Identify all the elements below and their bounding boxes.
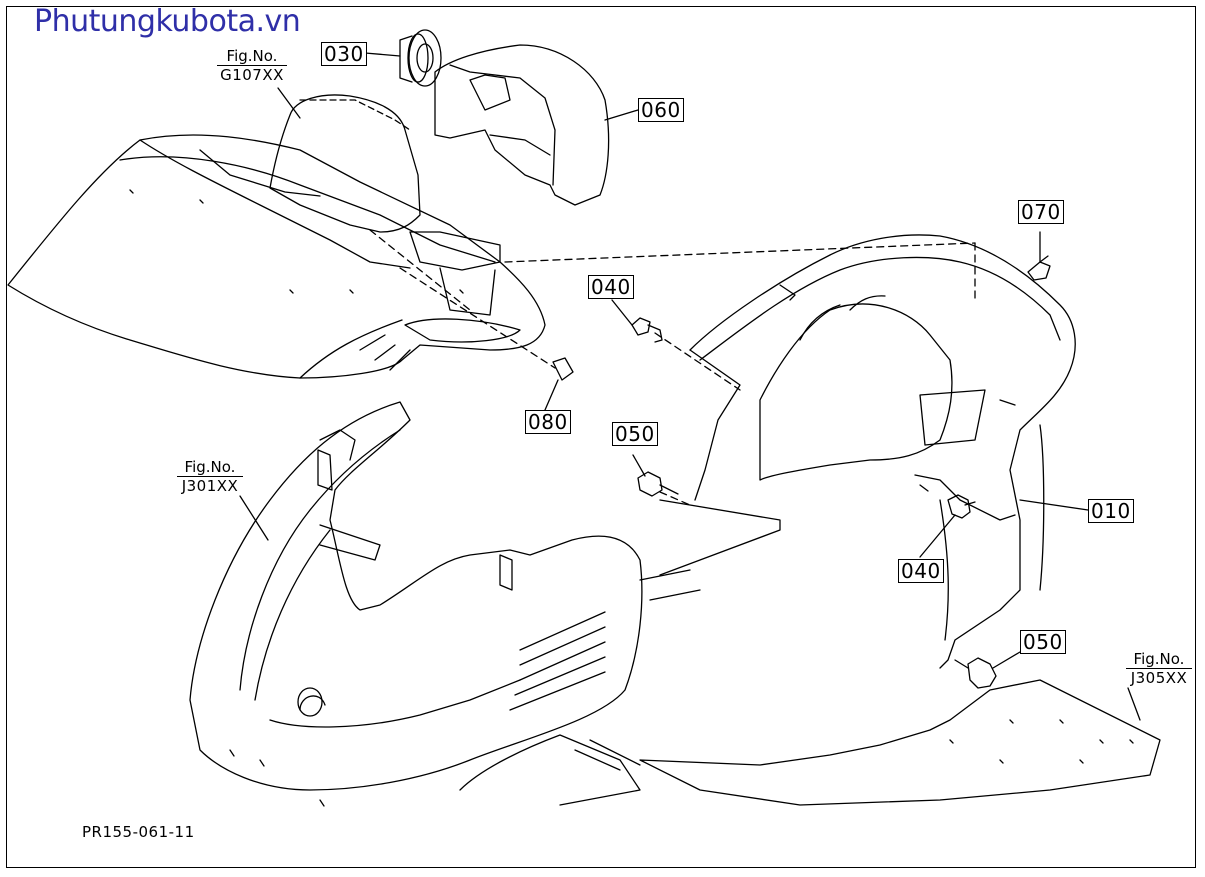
callout-050-left[interactable]: 050	[612, 422, 658, 446]
assembly-guide-lines	[369, 229, 976, 506]
callout-060[interactable]: 060	[638, 98, 684, 122]
callout-050-right[interactable]: 050	[1020, 630, 1066, 654]
leader-lines	[239, 52, 1141, 721]
fig-ref-label: Fig.No.	[226, 47, 278, 65]
part-040-bolt-lower	[947, 494, 976, 519]
site-title[interactable]: Phutungkubota.vn	[34, 4, 301, 39]
part-070-bolt	[1027, 255, 1051, 281]
fig-ref-j305xx[interactable]: Fig.No. J305XX	[1126, 651, 1192, 687]
part-050-bolt-right	[954, 657, 997, 689]
fig-ref-j301xx[interactable]: Fig.No. J301XX	[177, 459, 243, 495]
fig-ref-code: J305XX	[1126, 668, 1192, 687]
part-010-fender	[689, 234, 1076, 669]
part-050-bolt-left	[637, 471, 679, 497]
callout-070[interactable]: 070	[1018, 200, 1064, 224]
fig-ref-label: Fig.No.	[184, 458, 236, 476]
part-080-clip-nut	[552, 357, 574, 381]
callout-040-lower[interactable]: 040	[898, 559, 944, 583]
callout-080[interactable]: 080	[525, 410, 571, 434]
floor-step-panel	[459, 499, 1161, 806]
fig-ref-code: J301XX	[177, 476, 243, 495]
callout-030[interactable]: 030	[321, 42, 367, 66]
part-030-grommet	[399, 29, 442, 87]
part-040-bolt-upper	[631, 317, 663, 343]
front-body-panel	[189, 401, 643, 807]
dashboard-panel	[7, 94, 546, 379]
drawing-code: PR155-061-11	[82, 823, 195, 841]
part-060-cover	[434, 44, 610, 206]
fig-ref-code: G107XX	[217, 65, 287, 84]
fig-ref-g107xx[interactable]: Fig.No. G107XX	[217, 48, 287, 84]
callout-010[interactable]: 010	[1088, 499, 1134, 523]
diagram-frame	[6, 6, 1196, 868]
fig-ref-label: Fig.No.	[1133, 650, 1185, 668]
callout-040-upper[interactable]: 040	[588, 275, 634, 299]
